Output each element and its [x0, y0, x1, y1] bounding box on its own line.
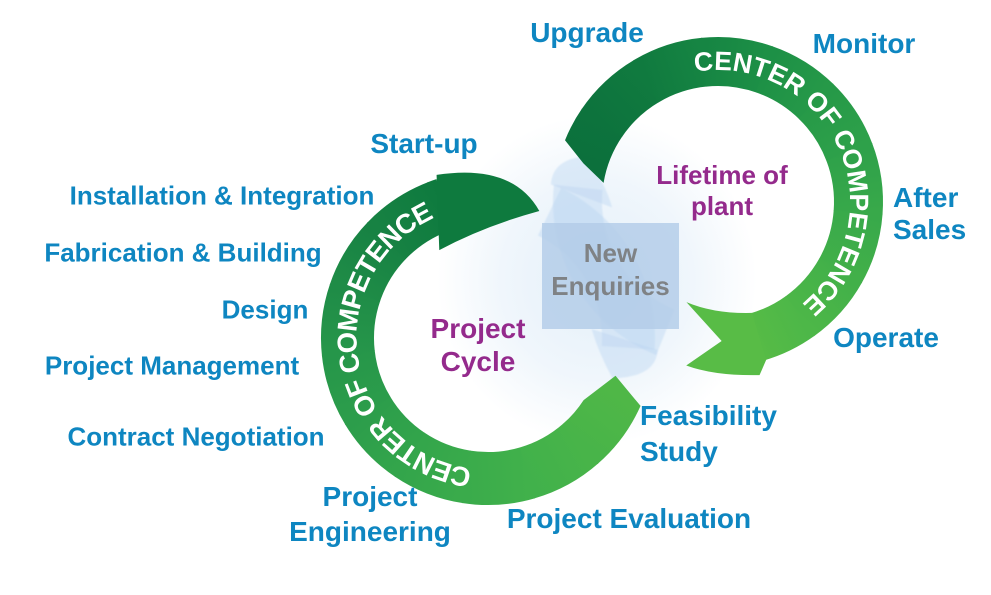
right-ring-band [565, 36, 883, 361]
label-monitor: Monitor [812, 28, 916, 59]
label-line: After [893, 182, 959, 213]
label-installation-integration: Installation & Integration [69, 180, 375, 211]
new-enquiries-line: New [583, 237, 638, 268]
label-contract-negotiation: Contract Negotiation [67, 421, 325, 452]
label-line: Project [430, 313, 526, 344]
label-operate: Operate [833, 322, 939, 353]
label-line: Project [322, 481, 418, 512]
left-ring-arrowhead [436, 172, 540, 251]
label-design: Design [221, 294, 309, 325]
left-ring-band [320, 179, 641, 505]
label-line: Engineering [289, 516, 451, 547]
label-lifetime-of-plant: Lifetime of plant [656, 160, 787, 222]
label-after-sales: After Sales [893, 182, 966, 246]
label-project-engineering: Project Engineering [289, 479, 451, 549]
new-enquiries-box: New Enquiries [542, 223, 679, 329]
label-line: Feasibility [640, 400, 777, 431]
label-project-evaluation: Project Evaluation [506, 503, 752, 534]
label-line: Sales [893, 214, 967, 245]
label-line: plant [690, 191, 754, 221]
label-start-up: Start-up [370, 128, 478, 159]
label-project-cycle: Project Cycle [431, 312, 526, 378]
label-line: Cycle [440, 346, 516, 377]
right-ring-arrowhead [686, 302, 767, 376]
label-fabrication-building: Fabrication & Building [44, 237, 322, 268]
label-line: Study [640, 436, 718, 467]
label-feasibility-study: Feasibility Study [640, 398, 777, 470]
label-line: Lifetime of [656, 160, 788, 190]
new-enquiries-line: Enquiries [551, 270, 670, 301]
label-project-management: Project Management [44, 350, 300, 381]
label-upgrade: Upgrade [530, 17, 644, 48]
